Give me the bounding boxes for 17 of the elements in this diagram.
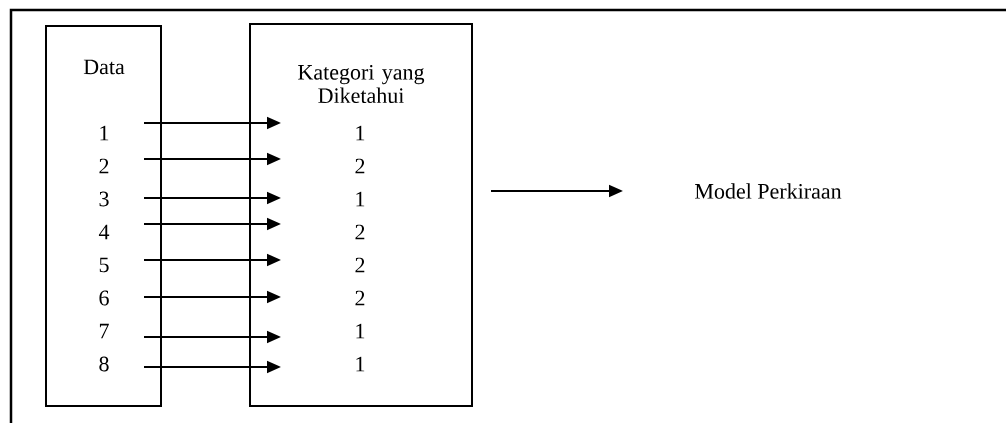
result-label: Model Perkiraan	[695, 183, 842, 199]
number-label: 1	[356, 356, 365, 372]
number-label: 5	[99, 257, 109, 273]
number-label: 2	[355, 224, 365, 240]
number-label: 2	[355, 257, 365, 273]
number-label: 6	[99, 290, 109, 306]
number-label: 2	[355, 158, 365, 174]
number-label: 1	[356, 125, 365, 141]
number-label: 3	[99, 191, 109, 207]
number-label: 1	[356, 191, 365, 207]
number-label: 7	[99, 323, 109, 339]
number-label: 1	[356, 323, 365, 339]
number-label: 1	[100, 125, 109, 141]
number-label: 2	[355, 290, 365, 306]
number-label: 4	[98, 224, 110, 240]
number-label: 8	[99, 356, 109, 372]
number-label: 2	[99, 158, 109, 174]
